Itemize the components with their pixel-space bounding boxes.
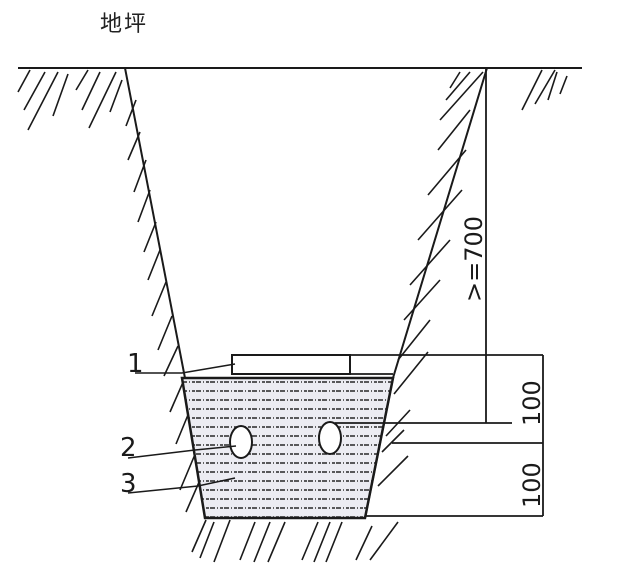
callout-1: 1	[127, 349, 144, 379]
soil-hatch-left	[17, 69, 123, 131]
backfill-sand	[180, 376, 395, 520]
dimension-lines	[335, 68, 544, 517]
callout-leaders	[127, 363, 237, 494]
wall-hatch-left	[125, 99, 215, 559]
lower-layer-dimension-label: 100	[518, 462, 546, 508]
ground-level-label: 地坪	[100, 12, 149, 37]
callout-2: 2	[120, 433, 137, 463]
callout-3: 3	[120, 469, 137, 499]
cable-left	[229, 425, 253, 459]
depth-dimension-label: >=700	[460, 216, 488, 302]
upper-layer-dimension-label: 100	[518, 380, 546, 426]
bottom-hatch	[213, 519, 343, 563]
cable-right	[318, 421, 342, 455]
cover-plate	[231, 354, 351, 375]
soil-hatch-right	[521, 69, 568, 111]
